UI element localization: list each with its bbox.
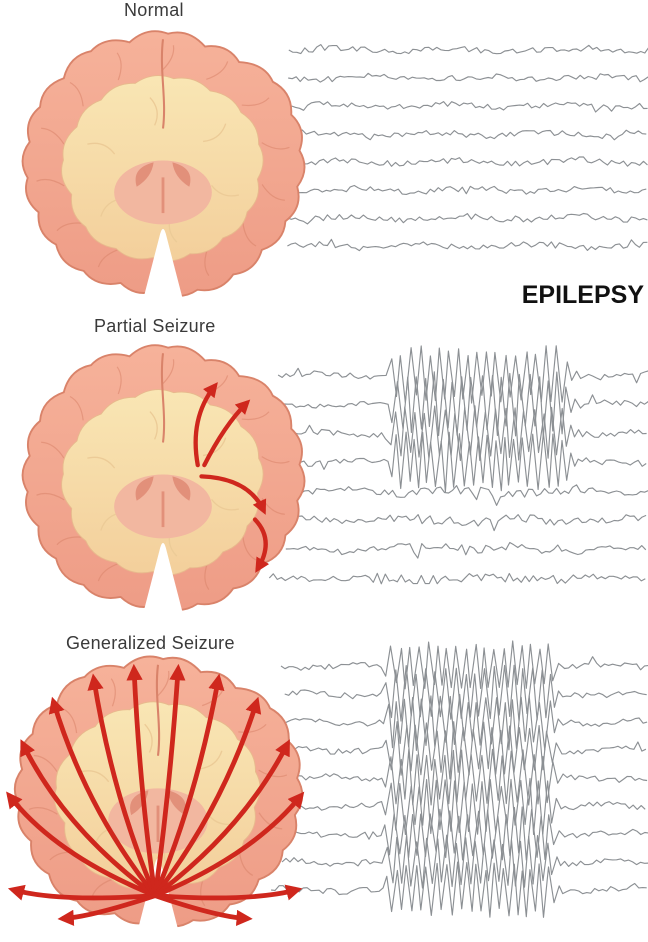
section-label-partial: Partial Seizure (94, 316, 216, 336)
eeg-traces-partial (267, 345, 648, 585)
section-label-normal: Normal (124, 0, 184, 20)
seizure-spread-arrows-generalized (6, 663, 305, 927)
section-label-generalized: Generalized Seizure (66, 633, 235, 653)
brain-illustration-partial (21, 344, 306, 624)
eeg-traces-generalized (266, 640, 648, 918)
eeg-traces-normal (285, 44, 648, 252)
brain-illustration-normal (21, 30, 306, 310)
diagram-title: EPILEPSY (521, 281, 644, 309)
seizure-spread-arrows-partial (193, 382, 270, 573)
